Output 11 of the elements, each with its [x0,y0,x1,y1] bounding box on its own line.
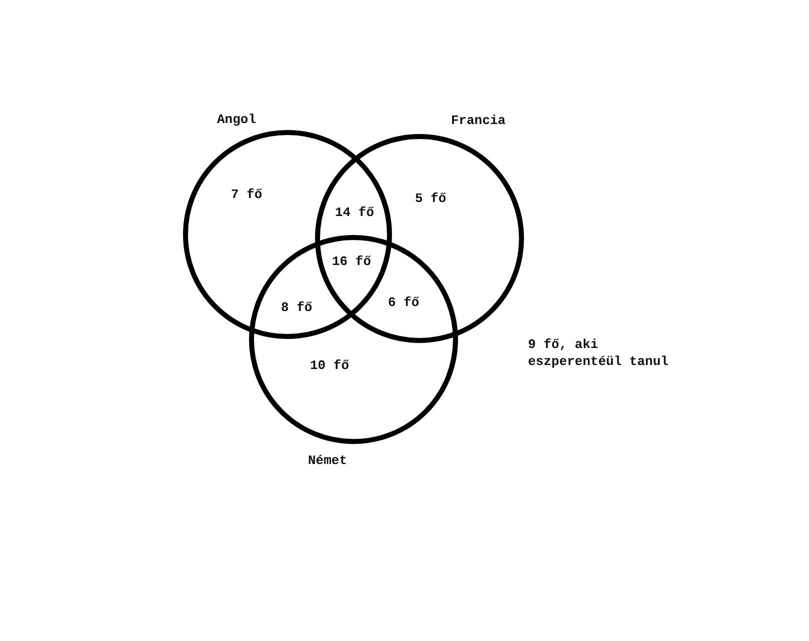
count-label: 7 fő [231,187,262,203]
set-label: Angol [217,112,256,128]
set-label: Német [308,453,348,469]
count-label: 8 fő [281,300,312,316]
set-label: Francia [451,113,506,129]
count-label: 5 fő [415,191,446,207]
count-label: 14 fő [335,205,374,221]
count-label: 10 fő [310,358,350,374]
note-text: 9 fő, aki eszperentéül tanul [528,336,670,370]
count-label: 16 fő [332,254,372,270]
count-label: 6 fő [388,295,420,311]
